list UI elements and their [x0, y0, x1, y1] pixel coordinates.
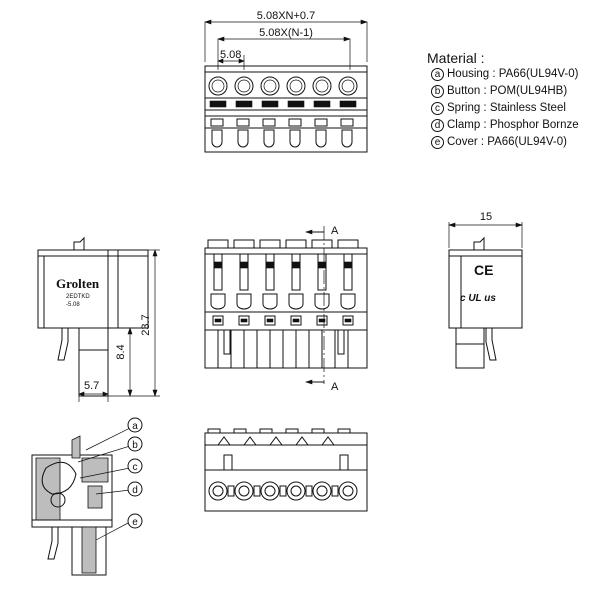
part-pitch: -5.08: [66, 302, 80, 308]
material-title: Material :: [427, 50, 485, 66]
overall-width-label: 5.08XN+0.7: [257, 10, 315, 22]
material-text: Spring : Stainless Steel: [447, 102, 566, 114]
callout-e: e: [127, 513, 143, 529]
side-view-right: 15 CE c UL us: [448, 211, 523, 369]
pitch-label: 5.08: [220, 49, 241, 61]
callout-c: c: [127, 458, 143, 474]
svg-text:b: b: [132, 440, 138, 451]
material-text: Clamp : Phosphor Bornze: [447, 119, 579, 131]
material-item-housing: a Housing : PA66(UL94V-0): [431, 66, 578, 82]
material-item-spring: c Spring : Stainless Steel: [431, 100, 566, 116]
material-text: Cover : PA66(UL94V-0): [447, 136, 567, 148]
material-item-button: b Button : POM(UL94HB): [431, 83, 567, 99]
svg-text:c: c: [133, 462, 138, 473]
top-view: 5.08XN+0.7 5.08X(N-1) 5.08: [204, 10, 368, 153]
svg-text:a: a: [132, 421, 138, 432]
callout-a: a: [127, 417, 143, 433]
callout-d: d: [127, 481, 143, 497]
side-view-left: Grolten 2EDTKD -5.08 23.7 8.4 5.7: [37, 236, 160, 402]
material-letter: e: [431, 135, 444, 149]
lower-height-label: 8.4: [115, 344, 127, 359]
section-marker-bottom: A: [331, 381, 339, 393]
section-marker-top: A: [331, 225, 339, 237]
section-view: [31, 427, 131, 576]
height-label: 23.7: [140, 314, 152, 335]
svg-text:e: e: [132, 517, 138, 528]
part-number: 2EDTKD: [66, 294, 90, 300]
ce-mark: CE: [474, 262, 493, 278]
material-text: Button : POM(UL94HB): [447, 85, 568, 97]
callout-b: b: [127, 436, 143, 452]
ul-mark: c UL us: [460, 293, 496, 304]
front-view: A A: [204, 225, 368, 393]
pitch-span-label: 5.08X(N-1): [259, 27, 313, 39]
svg-text:d: d: [132, 485, 138, 496]
material-letter: b: [431, 84, 444, 98]
material-letter: d: [431, 118, 444, 132]
bottom-view: [204, 428, 368, 512]
material-text: Housing : PA66(UL94V-0): [447, 68, 579, 80]
depth-label: 5.7: [84, 380, 99, 392]
material-item-clamp: d Clamp : Phosphor Bornze: [431, 117, 579, 133]
brand-logo: Grolten: [56, 276, 100, 291]
material-letter: a: [431, 67, 444, 81]
material-item-cover: e Cover : PA66(UL94V-0): [431, 134, 567, 150]
material-letter: c: [431, 101, 444, 115]
side-width-label: 15: [480, 211, 492, 223]
